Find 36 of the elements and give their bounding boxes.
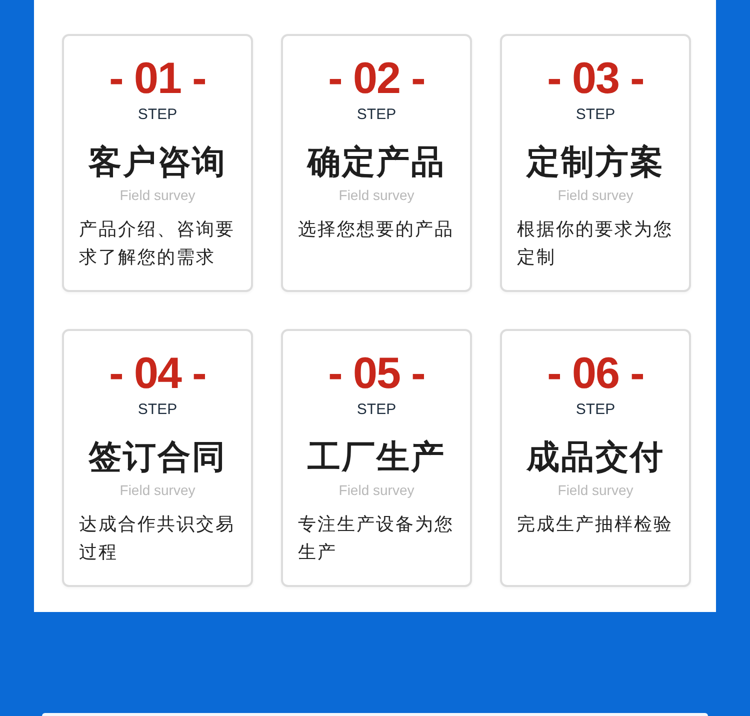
step-title: 定制方案 <box>526 142 664 182</box>
step-title: 确定产品 <box>308 142 446 182</box>
step-number: - 06 - <box>547 351 644 397</box>
step-subtitle: Field survey <box>338 481 414 499</box>
step-subtitle: Field survey <box>558 186 634 204</box>
step-number: - 02 - <box>328 56 425 102</box>
step-title: 签订合同 <box>88 437 226 477</box>
step-card <box>500 329 691 587</box>
step-description: 选择您想要的产品 <box>298 218 455 241</box>
step-number: - 05 - <box>328 351 425 397</box>
step-number: - 01 - <box>109 56 206 102</box>
step-label: STEP <box>138 106 178 124</box>
step-label: STEP <box>576 106 616 124</box>
step-subtitle: Field survey <box>120 481 196 499</box>
step-description: 完成生产抽样检验 <box>517 513 674 536</box>
step-card <box>62 329 253 587</box>
step-label: STEP <box>356 401 396 419</box>
step-number: - 04 - <box>109 351 206 397</box>
step-description: 根据你的要求为您定制 <box>517 218 674 269</box>
step-subtitle: Field survey <box>120 186 196 204</box>
step-label: STEP <box>138 401 178 419</box>
step-label: STEP <box>356 106 396 124</box>
step-label: STEP <box>576 401 616 419</box>
step-description: 专注生产设备为您生产 <box>298 513 455 564</box>
step-card <box>500 34 691 292</box>
step-title: 客户咨询 <box>88 142 226 182</box>
step-title: 成品交付 <box>526 437 664 477</box>
step-subtitle: Field survey <box>338 186 414 204</box>
step-card <box>281 329 472 587</box>
step-description: 产品介绍、咨询要求了解您的需求 <box>79 218 236 269</box>
step-card <box>281 34 472 292</box>
step-title: 工厂生产 <box>308 437 446 477</box>
step-description: 达成合作共识交易过程 <box>79 513 236 564</box>
step-number: - 03 - <box>547 56 644 102</box>
step-card <box>62 34 253 292</box>
step-subtitle: Field survey <box>558 481 634 499</box>
